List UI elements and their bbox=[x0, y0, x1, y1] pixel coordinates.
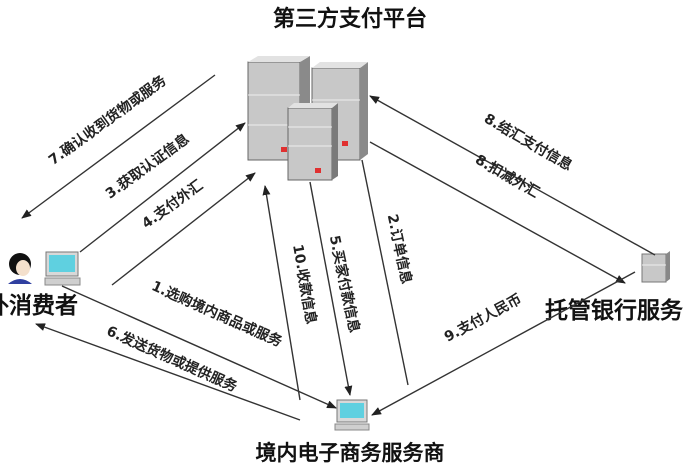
arrow-3-4 bbox=[79, 122, 246, 253]
arrow-10 bbox=[262, 185, 301, 401]
flow-5-label: 5.买家付款信息 bbox=[326, 234, 363, 334]
flow-4-label: 4.支付外汇 bbox=[139, 177, 206, 233]
consumer-label: 外消费者 bbox=[0, 292, 78, 319]
merchant-computer-icon bbox=[334, 399, 370, 431]
flow-10-label: 10.收款信息 bbox=[289, 243, 320, 326]
arrow-2 bbox=[361, 159, 409, 386]
arrow-8-deduct bbox=[369, 141, 626, 284]
flow-2-label: 2.订单信息 bbox=[384, 213, 415, 286]
person-icon bbox=[8, 253, 32, 284]
server-cluster-icon bbox=[247, 56, 368, 181]
merchant-label: 境内电子商务服务商 bbox=[256, 441, 445, 465]
consumer-computer-icon bbox=[44, 251, 81, 286]
flow-8-deduct-label: 8.扣减外汇 bbox=[472, 151, 542, 201]
flow-9-label: 9.支付人民币 bbox=[441, 291, 524, 346]
bank-server-icon bbox=[641, 251, 670, 283]
arrow-1-up bbox=[111, 172, 256, 286]
arrow-1 bbox=[61, 285, 337, 409]
flow-1-label: 1.选购境内商品或服务 bbox=[149, 277, 286, 350]
arrow-6 bbox=[35, 323, 301, 421]
arrow-5 bbox=[309, 181, 353, 396]
flow-6-label: 6.发送货物或提供服务 bbox=[104, 322, 241, 395]
arrow-9 bbox=[371, 271, 636, 416]
platform-title: 第三方支付平台 bbox=[273, 6, 427, 32]
arrow-7 bbox=[21, 74, 216, 219]
arrow-8-settle bbox=[369, 95, 656, 256]
bank-label: 托管银行服务 bbox=[545, 297, 684, 324]
